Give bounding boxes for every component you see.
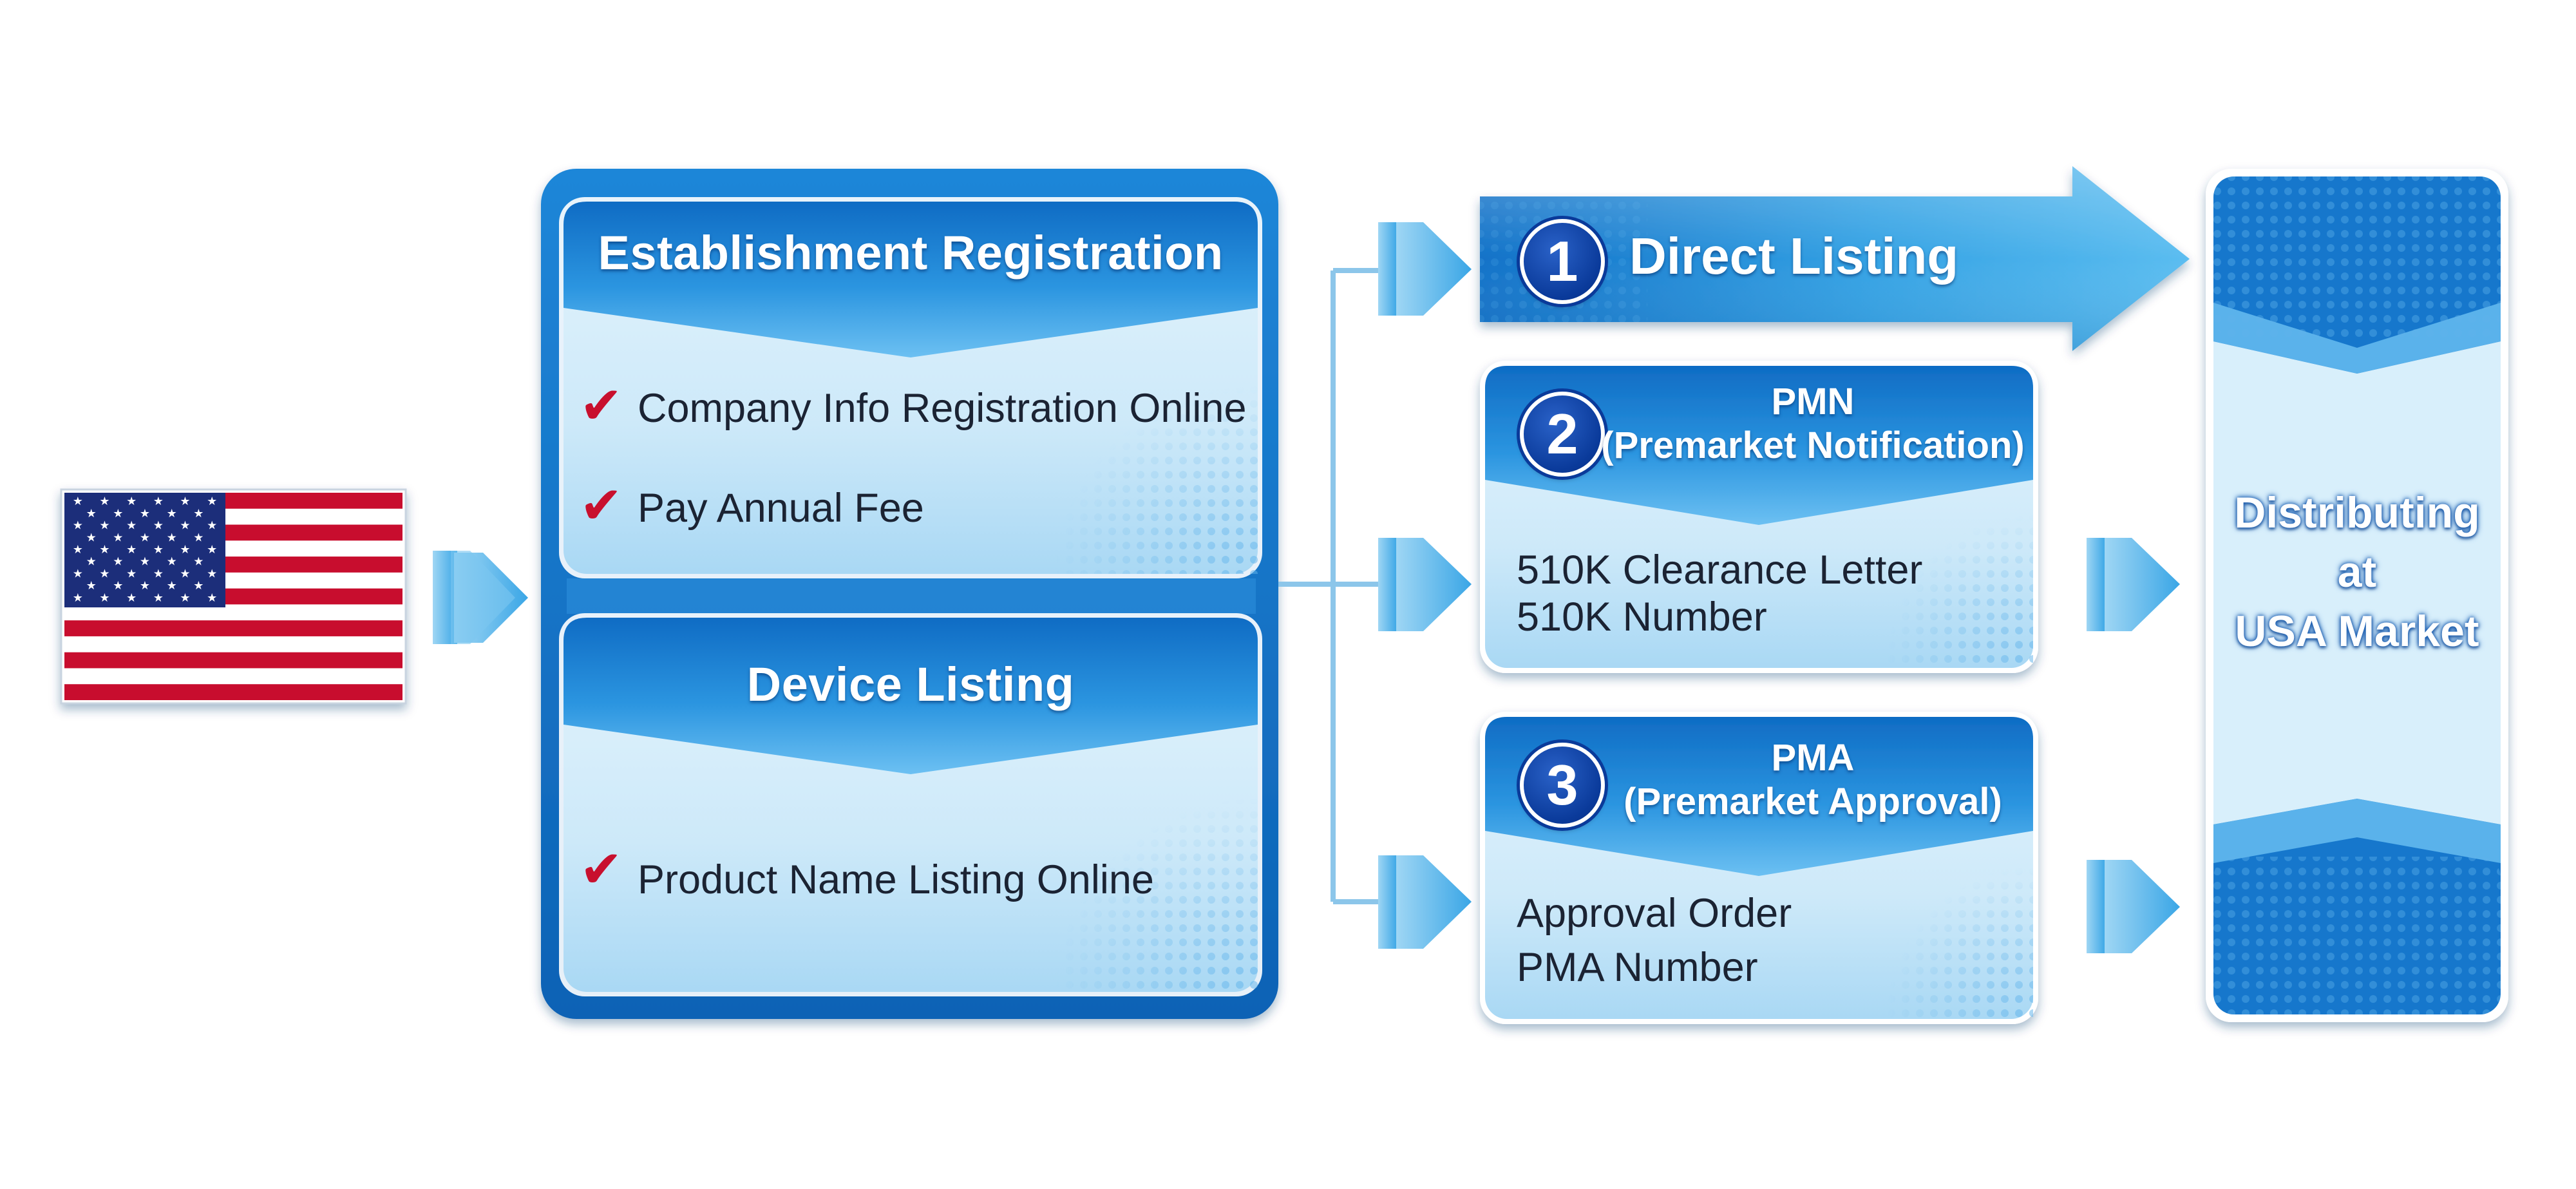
flag-star: ★ xyxy=(99,591,109,605)
flag-star: ★ xyxy=(113,579,123,593)
pmn-box xyxy=(1480,361,2038,673)
flag-star: ★ xyxy=(73,567,83,580)
flag-star: ★ xyxy=(113,555,123,569)
flag-star: ★ xyxy=(167,507,177,520)
chevron-arrow-market-2 xyxy=(2087,860,2180,953)
flag-star: ★ xyxy=(86,579,97,593)
flag-star: ★ xyxy=(99,567,109,580)
flag-star: ★ xyxy=(73,543,83,556)
flag-star: ★ xyxy=(73,591,83,605)
market-line-1: Distributing xyxy=(2234,488,2480,537)
market-label: Distributing at USA Market xyxy=(2222,483,2492,661)
flag-star: ★ xyxy=(180,591,190,605)
flag-star: ★ xyxy=(140,507,150,520)
flag-star: ★ xyxy=(140,531,150,544)
flag-star: ★ xyxy=(167,555,177,569)
pma-body-line: PMA Number xyxy=(1517,945,1758,990)
step-1-badge: 1 xyxy=(1520,219,1605,304)
connector-lines xyxy=(1278,268,1381,904)
flag-star: ★ xyxy=(180,519,190,533)
flag-star: ★ xyxy=(73,519,83,533)
chevron-arrow-pathway-1 xyxy=(1378,222,1472,316)
flag-star: ★ xyxy=(126,495,137,508)
flag-star: ★ xyxy=(126,567,137,580)
device-item: Product Name Listing Online xyxy=(638,857,1154,902)
pma-title: PMA (Premarket Approval) xyxy=(1597,736,2029,824)
pmn-title-line2: (Premarket Notification) xyxy=(1601,424,2025,466)
flag-star: ★ xyxy=(153,543,164,556)
market-pillar xyxy=(2206,169,2508,1022)
flag-star: ★ xyxy=(180,543,190,556)
device-panel xyxy=(559,613,1262,996)
pmn-body-line: 510K Clearance Letter xyxy=(1517,547,1923,593)
flag-star: ★ xyxy=(180,567,190,580)
flag-star: ★ xyxy=(99,519,109,533)
flag-star: ★ xyxy=(193,579,204,593)
direct-listing-arrow xyxy=(1480,166,2190,351)
step-2-badge: 2 xyxy=(1520,392,1605,477)
flag-star: ★ xyxy=(113,531,123,544)
flag-star: ★ xyxy=(167,531,177,544)
flag-star: ★ xyxy=(99,543,109,556)
checkmark-icon: ✔ xyxy=(580,475,623,535)
pma-body-line: Approval Order xyxy=(1517,891,1792,936)
flag-star: ★ xyxy=(153,591,164,605)
flag-star: ★ xyxy=(126,519,137,533)
chevron-arrow-pathway-2 xyxy=(1378,538,1472,631)
pma-title-line2: (Premarket Approval) xyxy=(1624,781,2002,823)
market-line-3: USA Market xyxy=(2235,607,2479,656)
flag-star: ★ xyxy=(180,495,190,508)
flag-star: ★ xyxy=(153,495,164,508)
flag-star: ★ xyxy=(126,591,137,605)
step-3-badge: 3 xyxy=(1520,743,1605,828)
flag-star: ★ xyxy=(126,543,137,556)
flag-star: ★ xyxy=(153,567,164,580)
market-line-2: at xyxy=(2337,547,2377,596)
establishment-item: Pay Annual Fee xyxy=(638,486,924,531)
flag-star: ★ xyxy=(86,555,97,569)
pmn-title: PMN (Premarket Notification) xyxy=(1597,380,2029,468)
flag-star: ★ xyxy=(140,579,150,593)
chevron-arrow-market-1 xyxy=(2087,538,2180,631)
flag-star: ★ xyxy=(193,555,204,569)
flag-star: ★ xyxy=(207,591,217,605)
direct-listing-label: Direct Listing xyxy=(1629,227,1959,285)
panel-divider xyxy=(567,578,1256,614)
flag-star: ★ xyxy=(207,543,217,556)
pma-box xyxy=(1480,712,2038,1024)
establishment-item: Company Info Registration Online xyxy=(638,386,1247,431)
pmn-body-line: 510K Number xyxy=(1517,594,1767,640)
chevron-arrow-pathway-3 xyxy=(1378,855,1472,949)
pmn-title-line1: PMN xyxy=(1771,381,1855,423)
flag-star: ★ xyxy=(207,519,217,533)
flag-star: ★ xyxy=(153,519,164,533)
flag-star: ★ xyxy=(99,495,109,508)
checkmark-icon: ✔ xyxy=(580,376,623,435)
us-flag-icon: ★★★★★★★★★★★★★★★★★★★★★★★★★★★★★★★★★★★★★★★★… xyxy=(60,488,407,705)
checkmark-icon: ✔ xyxy=(580,839,623,899)
flag-star: ★ xyxy=(86,507,97,520)
flag-star: ★ xyxy=(86,531,97,544)
establishment-title: Establishment Registration xyxy=(598,226,1224,280)
flag-stripe xyxy=(64,684,402,700)
device-listing-title: Device Listing xyxy=(746,658,1075,711)
establishment-panel xyxy=(559,197,1262,578)
flag-star: ★ xyxy=(167,579,177,593)
flag-stripe xyxy=(64,652,402,669)
flag-star: ★ xyxy=(207,567,217,580)
flag-star: ★ xyxy=(140,555,150,569)
chevron-arrow-1 xyxy=(433,551,528,644)
flag-star: ★ xyxy=(193,507,204,520)
flag-star: ★ xyxy=(73,495,83,508)
flag-star: ★ xyxy=(207,495,217,508)
flag-stripe xyxy=(64,620,402,636)
pma-title-line1: PMA xyxy=(1771,737,1855,779)
flag-star: ★ xyxy=(193,531,204,544)
flag-star: ★ xyxy=(113,507,123,520)
